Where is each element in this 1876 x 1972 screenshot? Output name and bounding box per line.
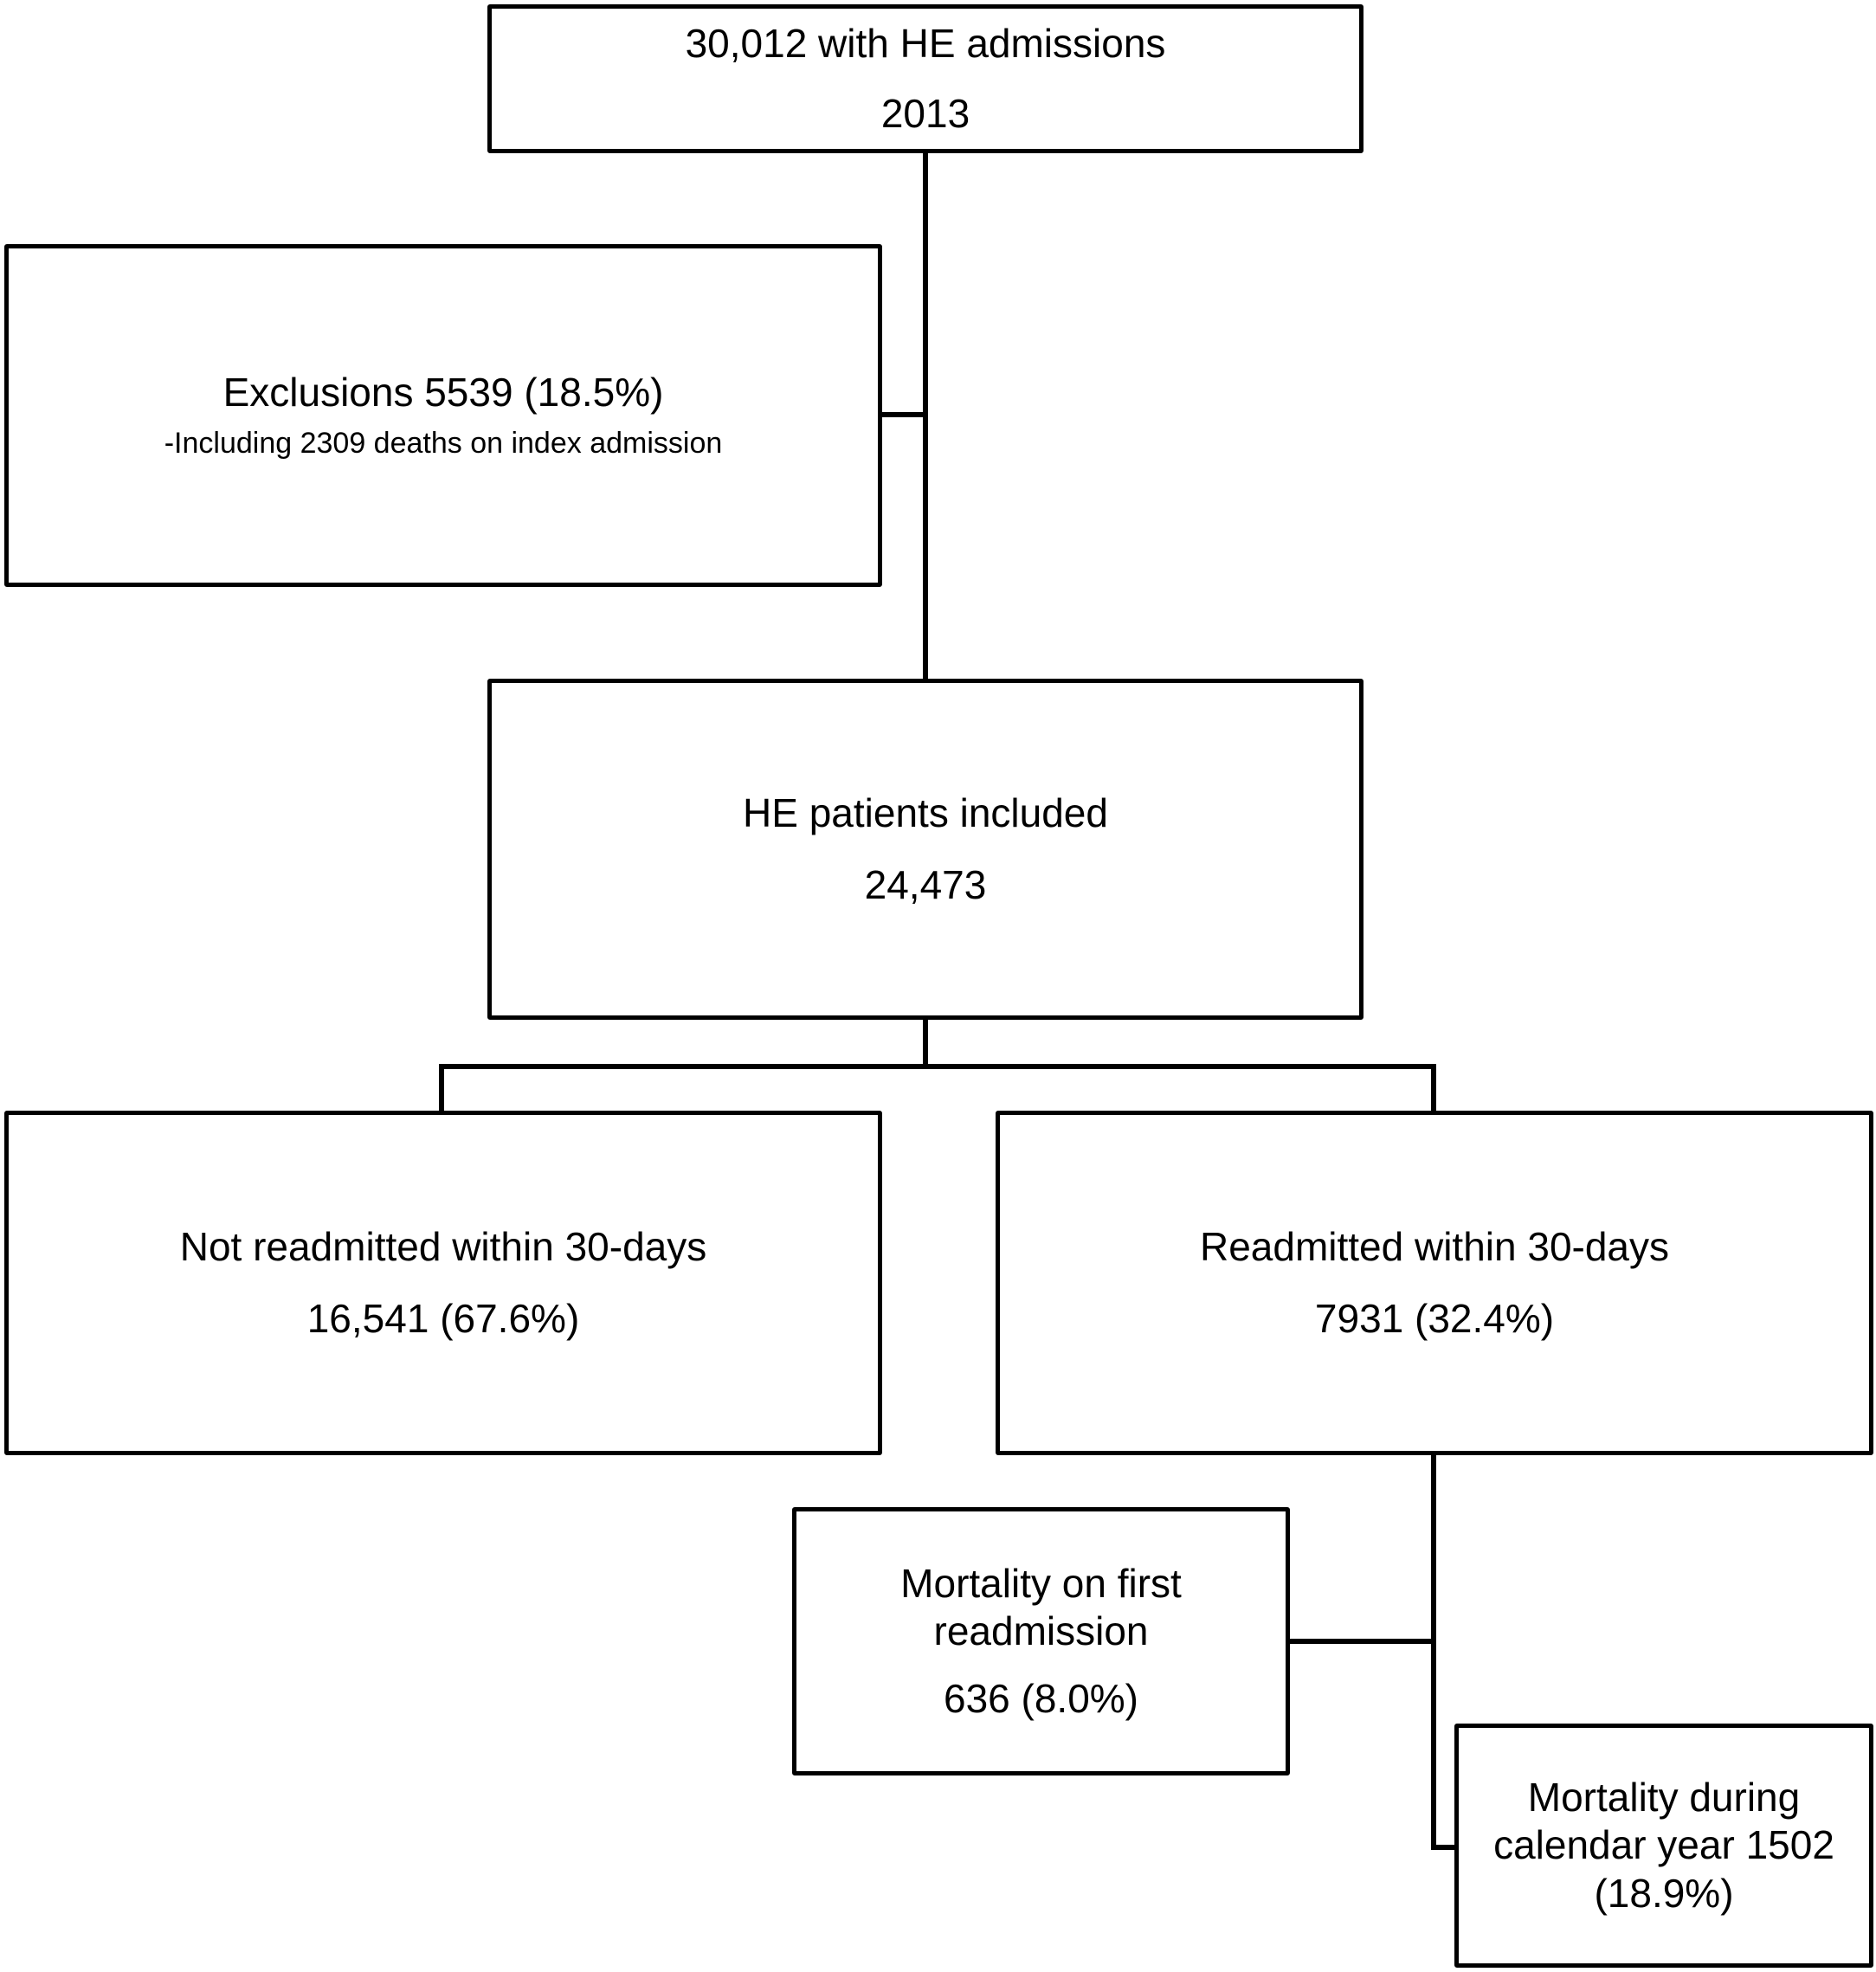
node-line: (18.9%) bbox=[1594, 1870, 1734, 1916]
node-line: readmission bbox=[933, 1608, 1149, 1654]
node-line: HE patients included bbox=[743, 789, 1108, 835]
connector-mortality-first bbox=[1287, 1639, 1436, 1644]
node-line: 24,473 bbox=[864, 862, 987, 907]
node-patients-included: HE patients included 24,473 bbox=[487, 679, 1363, 1020]
node-line: 30,012 with HE admissions bbox=[685, 20, 1166, 66]
node-line: calendar year 1502 bbox=[1493, 1822, 1834, 1868]
node-line: 636 (8.0%) bbox=[943, 1675, 1138, 1721]
node-line: 2013 bbox=[880, 91, 970, 136]
connector-split-left bbox=[439, 1064, 444, 1113]
node-line: Readmitted within 30-days bbox=[1199, 1223, 1670, 1269]
node-line: 7931 (32.4%) bbox=[1314, 1296, 1555, 1341]
connector-split-horizontal bbox=[439, 1064, 1436, 1069]
node-exclusions: Exclusions 5539 (18.5%) -Including 2309 … bbox=[4, 244, 882, 587]
node-hd-admissions: 30,012 with HE admissions 2013 bbox=[487, 4, 1363, 153]
node-line: Mortality during bbox=[1527, 1775, 1801, 1821]
node-line: -Including 2309 deaths on index admissio… bbox=[164, 426, 723, 460]
node-line: Not readmitted within 30-days bbox=[179, 1223, 707, 1269]
connector-exclusions bbox=[880, 412, 928, 417]
node-line: Exclusions 5539 (18.5%) bbox=[222, 370, 664, 416]
connector-split-right bbox=[1431, 1064, 1436, 1113]
connector-readmitted-down bbox=[1431, 1453, 1436, 1850]
node-mortality-calendar-year: Mortality during calendar year 1502 (18.… bbox=[1454, 1724, 1873, 1968]
node-readmitted: Readmitted within 30-days 7931 (32.4%) bbox=[996, 1111, 1873, 1455]
node-line: Mortality on first bbox=[900, 1561, 1182, 1607]
connector-included-down bbox=[923, 1018, 928, 1067]
node-line: 16,541 (67.6%) bbox=[306, 1296, 580, 1341]
node-mortality-first-readmission: Mortality on first readmission 636 (8.0%… bbox=[792, 1507, 1290, 1775]
node-not-readmitted: Not readmitted within 30-days 16,541 (67… bbox=[4, 1111, 882, 1455]
connector-mortality-year bbox=[1431, 1845, 1457, 1850]
